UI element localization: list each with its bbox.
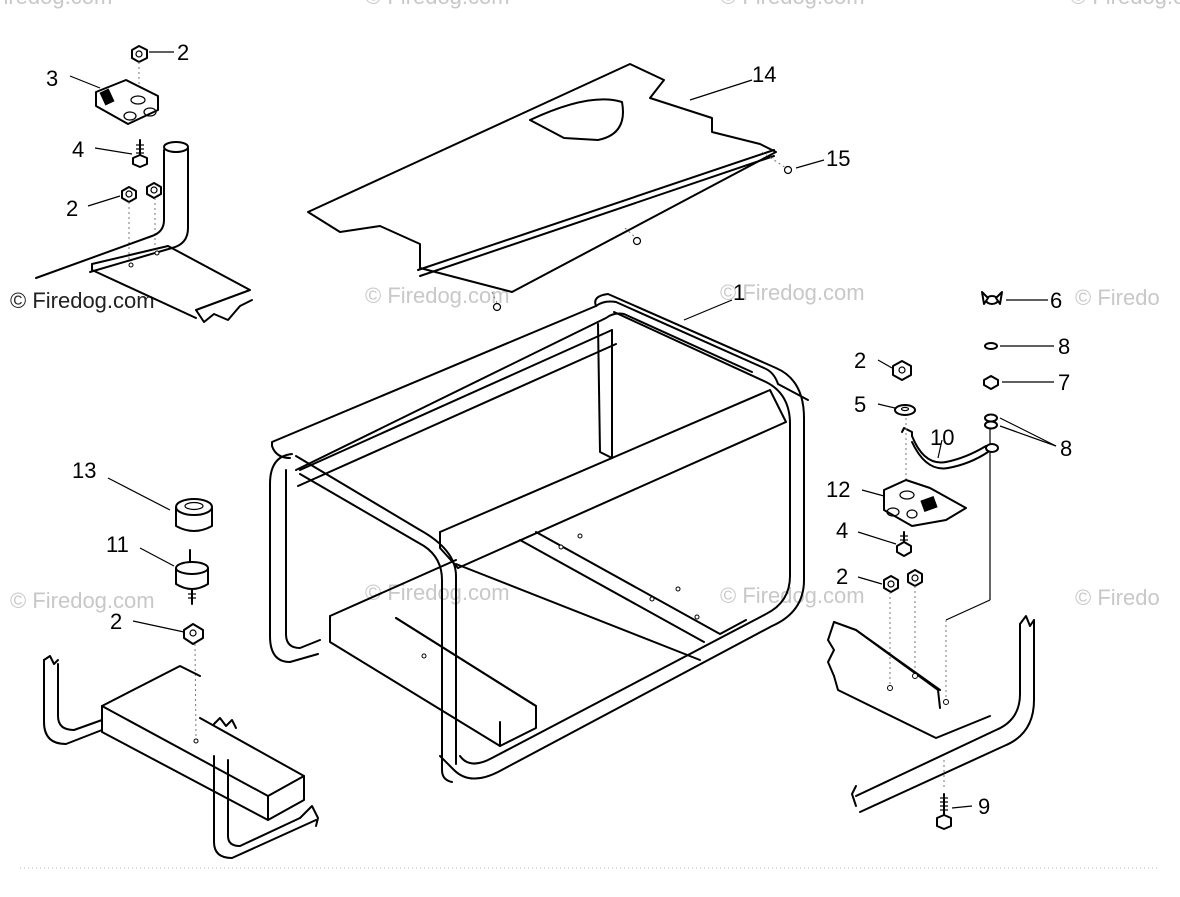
leader-lines	[69, 51, 1057, 809]
mount-bracket-icon	[883, 479, 967, 527]
callout-12: 12	[826, 477, 850, 502]
watermark-low-1: © Firedog.com	[10, 588, 155, 613]
mount-plate-icon	[95, 79, 159, 125]
callout-1: 1	[733, 280, 745, 305]
nut-icon	[131, 45, 148, 63]
callout-14: 14	[752, 62, 776, 87]
callout-3: 3	[46, 66, 58, 91]
callout-15: 15	[826, 146, 850, 171]
callout-5: 5	[854, 392, 866, 417]
wing-nut-icon	[981, 291, 1003, 305]
callout-8-lower: 8	[1060, 436, 1072, 461]
watermark-low-2: © Firedog.com	[365, 580, 510, 605]
callout-6: 6	[1050, 288, 1062, 313]
callout-2-right-bottom: 2	[836, 564, 848, 589]
ground-cable-icon	[901, 427, 999, 470]
callout-10: 10	[930, 425, 954, 450]
watermark-low-3: © Firedog.com	[720, 583, 865, 608]
washer-icon	[894, 404, 916, 416]
main-tube-frame	[269, 293, 809, 783]
callout-11: 11	[106, 532, 129, 557]
callout-2-top-left: 2	[177, 40, 189, 65]
flange-nut-icon	[183, 623, 204, 645]
detail-right	[827, 291, 1035, 830]
bolt-icon	[896, 531, 912, 557]
callout-2-left: 2	[66, 196, 78, 221]
screw-icon	[761, 151, 793, 175]
callout-8-upper: 8	[1058, 334, 1070, 359]
long-bolt-icon	[936, 793, 952, 830]
callout-7: 7	[1058, 370, 1070, 395]
watermark-top-4: © Firedog.com	[1070, 0, 1180, 9]
nut-pair-icon	[883, 569, 923, 593]
callout-13: 13	[72, 458, 96, 483]
rubber-bumper-icon	[175, 498, 213, 532]
callout-4-left: 4	[72, 137, 84, 162]
nut-icon	[892, 360, 912, 381]
vibration-mount-icon	[175, 549, 209, 605]
top-cover-panel	[307, 63, 793, 312]
screw-icon	[624, 227, 642, 246]
callout-2-right-top: 2	[854, 348, 866, 373]
callout-labels: 2 3 4 2 14 15 1 6 8 7 8 2 5 10 12 4 2 9 …	[46, 40, 1072, 819]
watermark-low-4: © Firedo	[1075, 585, 1160, 610]
callout-9: 9	[978, 794, 990, 819]
nut-pair-icon	[121, 182, 162, 203]
callout-4-right: 4	[836, 518, 848, 543]
watermark-top-2: © Firedog.com	[365, 0, 510, 9]
watermark-mid-3: © Firedo	[1075, 285, 1160, 310]
detail-top-left	[35, 45, 253, 323]
watermark-layer: Firedog.com © Firedog.com © Firedog.com …	[0, 0, 1180, 613]
watermark-top-1: Firedog.com	[0, 0, 112, 9]
watermark-top-3: © Firedog.com	[720, 0, 865, 9]
screw-icon	[491, 291, 502, 312]
detail-left	[43, 498, 319, 859]
callout-2-lower-left: 2	[110, 609, 122, 634]
watermark-mid-2: © Firedog.com	[720, 280, 865, 305]
watermark-mid-1: © Firedog.com	[365, 283, 510, 308]
bolt-icon	[132, 139, 148, 168]
watermark-dark: © Firedog.com	[10, 288, 155, 313]
